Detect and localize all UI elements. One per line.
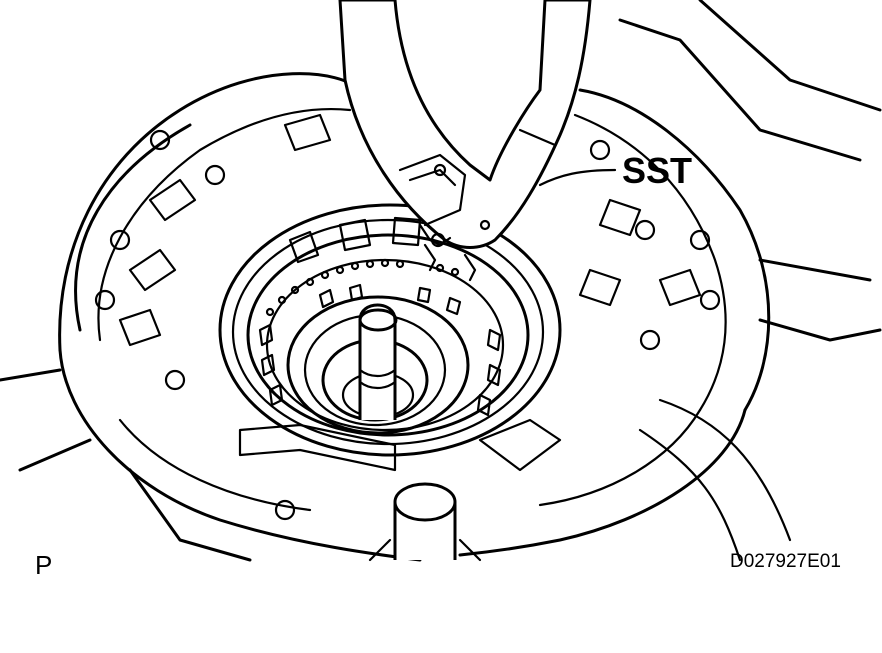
input-shaft — [358, 303, 398, 420]
locating-pin — [368, 482, 482, 562]
sst-leader-line — [538, 168, 617, 187]
sst-label: SST — [622, 150, 692, 191]
transmission-housing — [0, 0, 882, 562]
sst-tool — [338, 0, 592, 282]
clutch-drum — [218, 203, 562, 457]
figure-code-label: D027927E01 — [730, 551, 841, 572]
view-letter-label: P — [35, 550, 52, 580]
snap-ring-dots — [265, 258, 460, 317]
bolt-holes — [94, 129, 721, 521]
clutch-splines — [258, 216, 502, 417]
